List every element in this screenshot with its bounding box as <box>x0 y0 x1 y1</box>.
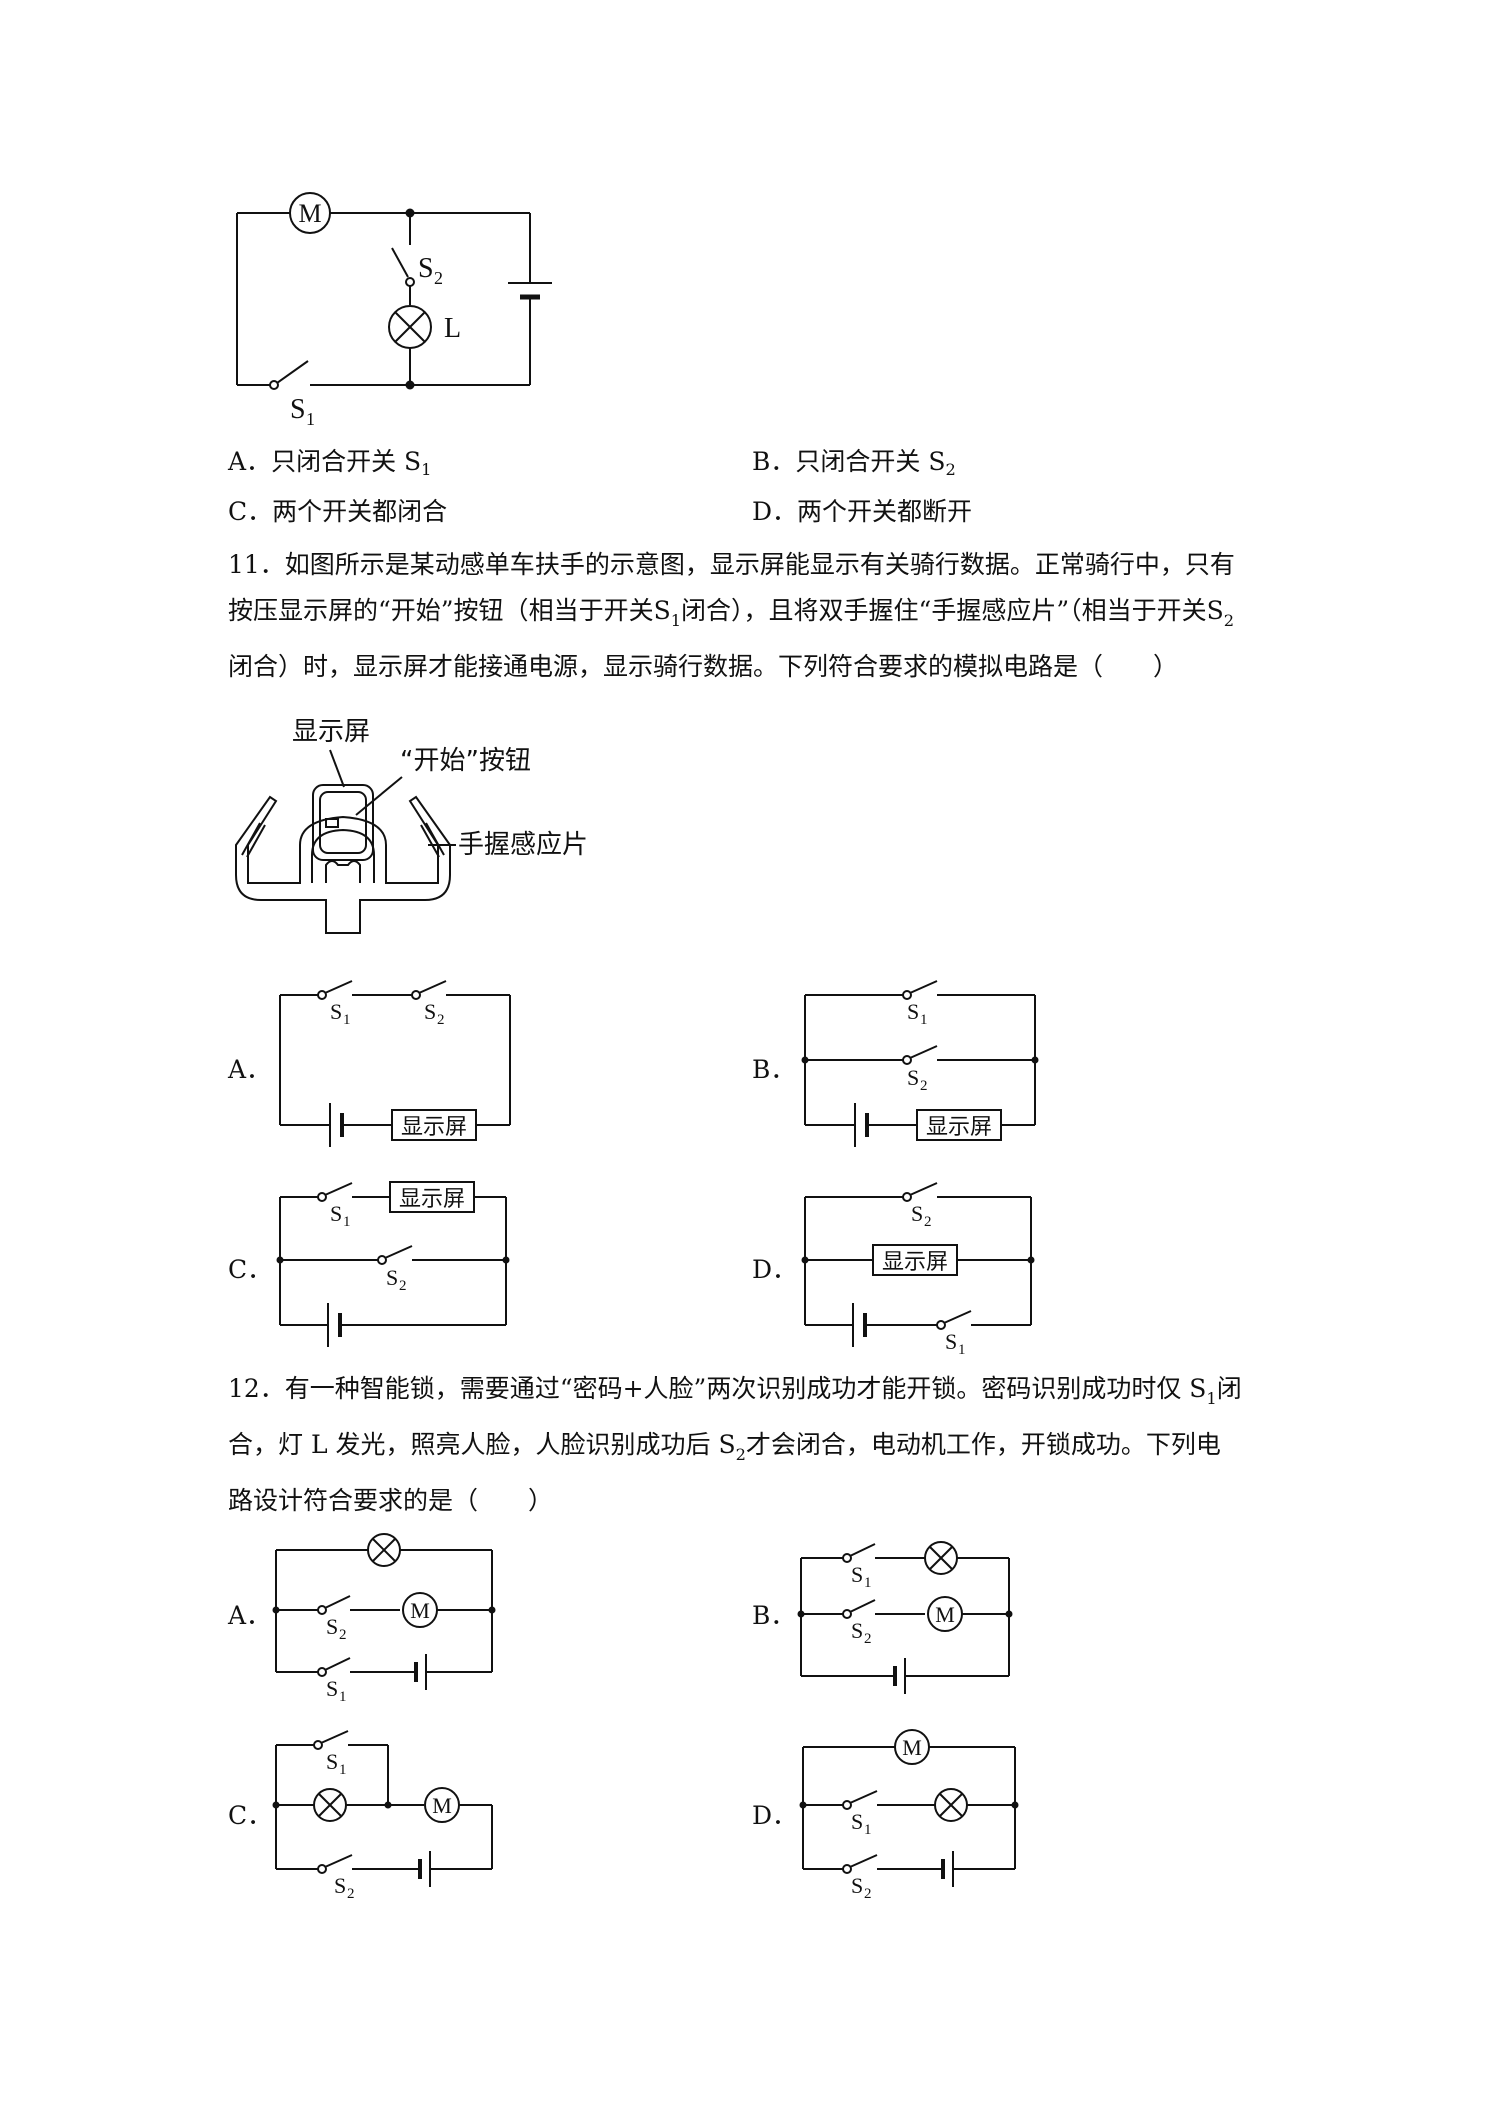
q11-option-a[interactable]: A． <box>228 1055 272 1084</box>
svg-text:S: S <box>945 1329 957 1354</box>
q11-line-2: 按压显示屏的“开始”按钮（相当于开关S1闭合），且将双手握住“手握感应片”（相当… <box>228 596 1235 630</box>
svg-text:显示屏: 显示屏 <box>926 1115 992 1140</box>
q12-option-d[interactable]: D． <box>752 1801 798 1830</box>
svg-text:2: 2 <box>864 1886 872 1902</box>
svg-text:M: M <box>298 199 321 228</box>
q10-option-d[interactable]: D．两个开关都断开 <box>752 497 973 526</box>
svg-text:1: 1 <box>343 1214 351 1230</box>
q10-option-b[interactable]: B．只闭合开关 S2 <box>752 447 956 479</box>
svg-text:手握感应片: 手握感应片 <box>458 830 588 860</box>
display-unit-icon <box>312 784 374 861</box>
svg-text:显示屏: 显示屏 <box>399 1187 465 1212</box>
svg-text:1: 1 <box>339 1689 347 1705</box>
q11-handlebar-figure: 显示屏 “开始”按钮 手握感应片 <box>235 717 588 934</box>
svg-text:S: S <box>386 1265 398 1290</box>
svg-text:2: 2 <box>437 1012 445 1028</box>
q11-stem: 11．如图所示是某动感单车扶手的示意图，显示屏能显示有关骑行数据。正常骑行中，只… <box>228 542 1278 690</box>
svg-text:“开始”按钮: “开始”按钮 <box>400 746 531 776</box>
svg-text:S: S <box>418 253 434 284</box>
svg-text:L: L <box>444 313 461 344</box>
svg-text:1: 1 <box>306 409 315 425</box>
svg-text:S: S <box>851 1618 863 1643</box>
motor-icon <box>289 192 331 234</box>
svg-text:M: M <box>410 1598 430 1623</box>
q10-circuit-figure: M S 1 S 2 L <box>236 192 552 425</box>
svg-text:1: 1 <box>864 1822 872 1838</box>
q12-line-1: 12．有一种智能锁，需要通过“密码+人脸”两次识别成功才能开锁。密码识别成功时仅… <box>228 1374 1242 1408</box>
svg-text:2: 2 <box>920 1078 928 1094</box>
q12-option-a[interactable]: A． <box>228 1601 272 1630</box>
svg-text:2: 2 <box>339 1627 347 1643</box>
svg-text:S: S <box>326 1676 338 1701</box>
svg-text:S: S <box>907 999 919 1024</box>
svg-text:S: S <box>330 999 342 1024</box>
svg-text:2: 2 <box>434 268 443 288</box>
svg-text:S: S <box>911 1201 923 1226</box>
svg-text:S: S <box>326 1749 338 1774</box>
svg-text:S: S <box>330 1201 342 1226</box>
q11-line-3: 闭合）时，显示屏才能接通电源，显示骑行数据。下列符合要求的模拟电路是（ ） <box>228 651 1179 681</box>
svg-text:S: S <box>851 1562 863 1587</box>
svg-text:S: S <box>326 1614 338 1639</box>
svg-text:2: 2 <box>924 1214 932 1230</box>
svg-text:2: 2 <box>399 1278 407 1294</box>
svg-text:1: 1 <box>920 1012 928 1028</box>
svg-text:1: 1 <box>958 1342 966 1355</box>
svg-text:1: 1 <box>343 1012 351 1028</box>
q12-line-2: 合，灯 L 发光，照亮人脸，人脸识别成功后 S2才会闭合，电动机工作，开锁成功。… <box>228 1429 1221 1464</box>
svg-text:2: 2 <box>864 1631 872 1647</box>
svg-text:显示屏: 显示屏 <box>882 1250 948 1275</box>
svg-text:显示屏: 显示屏 <box>401 1115 467 1140</box>
svg-text:显示屏: 显示屏 <box>292 717 370 747</box>
q12-stem: 12．有一种智能锁，需要通过“密码+人脸”两次识别成功才能开锁。密码识别成功时仅… <box>228 1366 1278 1524</box>
svg-text:1: 1 <box>339 1762 347 1778</box>
svg-text:2: 2 <box>347 1886 355 1902</box>
q11-option-b[interactable]: B． <box>752 1055 796 1084</box>
svg-text:M: M <box>902 1735 922 1760</box>
q11-line-1: 11．如图所示是某动感单车扶手的示意图，显示屏能显示有关骑行数据。正常骑行中，只… <box>228 550 1235 579</box>
q12-option-c[interactable]: C． <box>228 1801 273 1830</box>
q10-option-c[interactable]: C．两个开关都闭合 <box>228 497 448 526</box>
q12-option-b[interactable]: B． <box>752 1601 796 1630</box>
svg-text:S: S <box>851 1809 863 1834</box>
svg-text:S: S <box>424 999 436 1024</box>
svg-text:M: M <box>432 1793 452 1818</box>
q12-line-3: 路设计符合要求的是（ ） <box>228 1485 554 1515</box>
q11-option-c[interactable]: C． <box>228 1255 273 1284</box>
svg-text:1: 1 <box>864 1575 872 1591</box>
svg-text:S: S <box>334 1873 346 1898</box>
q10-option-a[interactable]: A．只闭合开关 S1 <box>228 447 432 479</box>
svg-text:S: S <box>851 1873 863 1898</box>
svg-text:M: M <box>935 1602 955 1627</box>
svg-text:S: S <box>907 1065 919 1090</box>
svg-text:S: S <box>290 394 306 425</box>
q11-option-d[interactable]: D． <box>752 1255 798 1284</box>
